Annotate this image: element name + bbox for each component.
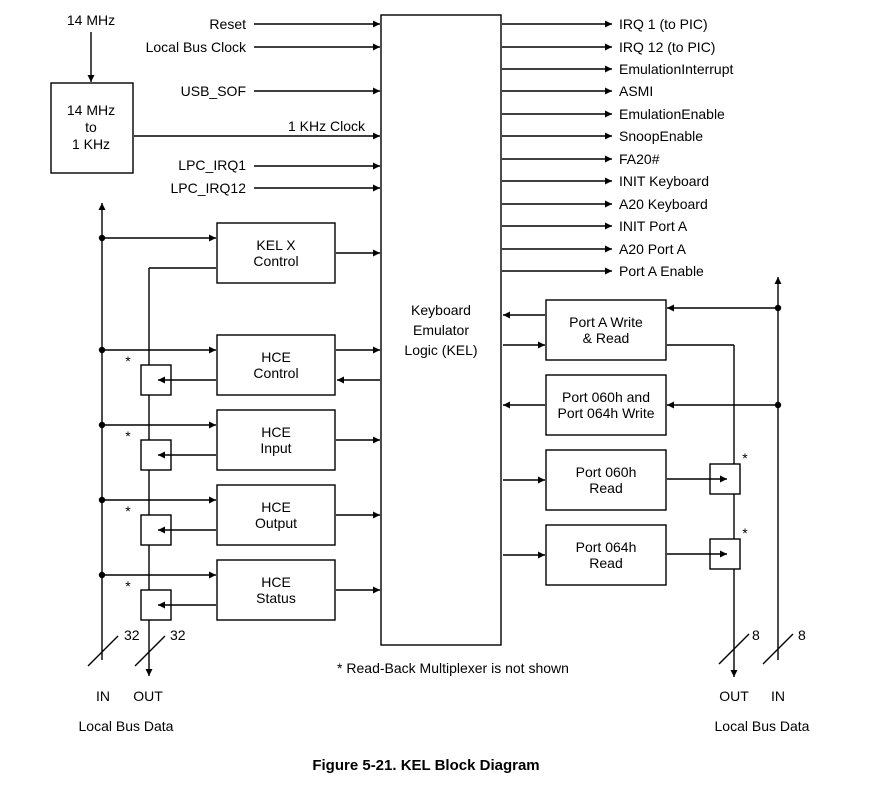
figure-caption: Figure 5-21. KEL Block Diagram xyxy=(312,757,539,774)
output-emulation-enable-label: EmulationEnable xyxy=(619,106,725,122)
input-lpc-irq12-label: LPC_IRQ12 xyxy=(171,180,247,196)
kel-x-control-box xyxy=(216,222,336,284)
port-a-write-read-block: Port A Write & Read xyxy=(503,299,782,361)
clock-source-label: 14 MHz xyxy=(67,12,115,28)
hce-input-label-1: HCE xyxy=(261,424,291,440)
right-in-label: IN xyxy=(771,688,785,704)
hce-output-block: HCE Output * xyxy=(98,484,380,546)
kel-x-control-in-junction xyxy=(98,234,106,242)
input-reset-label: Reset xyxy=(209,16,246,32)
kel-core-label-3: Logic (KEL) xyxy=(404,342,477,358)
port-a-write-read-box xyxy=(545,299,667,361)
port-060h-064h-write-label-1: Port 060h and xyxy=(562,389,650,405)
hce-input-mux-marker: * xyxy=(125,428,131,444)
port-060h-read-label-2: Read xyxy=(589,480,622,496)
kel-x-control-block: KEL X Control xyxy=(98,222,380,284)
divider-label-2: to xyxy=(85,119,97,135)
port-060h-064h-write-label-2: Port 064h Write xyxy=(557,405,654,421)
hce-control-label-1: HCE xyxy=(261,349,291,365)
hce-output-in-junction xyxy=(98,496,106,504)
port-060h-read-box xyxy=(545,449,667,511)
output-init-keyboard-label: INIT Keyboard xyxy=(619,173,709,189)
port-a-write-read-label-2: & Read xyxy=(583,330,630,346)
kel-core-block: Keyboard Emulator Logic (KEL) xyxy=(380,14,502,646)
output-irq12-label: IRQ 12 (to PIC) xyxy=(619,39,715,55)
port-060h-read-block: Port 060h Read * xyxy=(503,449,748,511)
kel-core-box xyxy=(380,14,502,646)
port-060h-read-mux-marker: * xyxy=(742,450,748,466)
output-port-a-enable-label: Port A Enable xyxy=(619,263,704,279)
hce-control-block: HCE Control * xyxy=(98,334,380,396)
hce-input-block: HCE Input * xyxy=(98,409,380,471)
kel-core-label-2: Emulator xyxy=(413,322,469,338)
left-in-label: IN xyxy=(96,688,110,704)
port-064h-read-box xyxy=(545,524,667,586)
input-local-bus-clock-label: Local Bus Clock xyxy=(146,39,247,55)
left-out-width-slash xyxy=(134,635,166,667)
output-emulation-interrupt-label: EmulationInterrupt xyxy=(619,61,734,77)
hce-control-label-2: Control xyxy=(253,365,298,381)
port-064h-read-mux-marker: * xyxy=(742,525,748,541)
output-init-port-a-label: INIT Port A xyxy=(619,218,688,234)
mux-footnote: * Read-Back Multiplexer is not shown xyxy=(337,660,569,676)
input-usb-sof-label: USB_SOF xyxy=(181,83,246,99)
right-out-width: 8 xyxy=(752,627,760,643)
hce-output-box xyxy=(216,484,336,546)
hce-status-box xyxy=(216,559,336,621)
kel-inputs: Reset Local Bus Clock USB_SOF 1 KHz Cloc… xyxy=(134,16,380,196)
divider-box xyxy=(50,82,134,174)
output-a20-port-a-label: A20 Port A xyxy=(619,241,687,257)
left-in-width-slash xyxy=(87,635,119,667)
output-asmi-label: ASMI xyxy=(619,83,653,99)
divider-block: 14 MHz to 1 KHz xyxy=(50,82,134,174)
left-out-width: 32 xyxy=(170,627,186,643)
left-bus-caption: Local Bus Data xyxy=(79,718,174,734)
output-snoop-enable-label: SnoopEnable xyxy=(619,128,703,144)
hce-status-block: HCE Status * xyxy=(98,559,380,621)
hce-output-label-2: Output xyxy=(255,515,297,531)
output-a20-keyboard-label: A20 Keyboard xyxy=(619,196,708,212)
port-060h-read-label-1: Port 060h xyxy=(576,464,637,480)
right-out-label: OUT xyxy=(719,688,749,704)
left-out-label: OUT xyxy=(133,688,163,704)
hce-output-mux-marker: * xyxy=(125,503,131,519)
port-a-write-read-label-1: Port A Write xyxy=(569,314,643,330)
port-064h-read-label-2: Read xyxy=(589,555,622,571)
input-lpc-irq1-label: LPC_IRQ1 xyxy=(178,157,246,173)
hce-status-label-1: HCE xyxy=(261,574,291,590)
right-out-width-slash xyxy=(718,633,750,665)
hce-output-label-1: HCE xyxy=(261,499,291,515)
hce-status-mux-marker: * xyxy=(125,578,131,594)
hce-control-in-junction xyxy=(98,346,106,354)
right-bus-caption: Local Bus Data xyxy=(715,718,810,734)
port-064h-read-label-1: Port 064h xyxy=(576,539,637,555)
output-fa20-label: FA20# xyxy=(619,151,660,167)
hce-control-box xyxy=(216,334,336,396)
input-1khz-clock-label: 1 KHz Clock xyxy=(288,118,366,134)
kel-x-control-label-1: KEL X xyxy=(256,237,296,253)
port-060h-064h-write-block: Port 060h and Port 064h Write xyxy=(503,374,782,436)
port-write-in-junction xyxy=(774,401,782,409)
hce-input-box xyxy=(216,409,336,471)
port-060h-064h-write-box xyxy=(545,374,667,436)
divider-label-1: 14 MHz xyxy=(67,102,115,118)
hce-status-in-junction xyxy=(98,571,106,579)
port-064h-read-block: Port 064h Read * xyxy=(503,524,748,586)
port-a-in-junction xyxy=(774,304,782,312)
hce-control-mux-marker: * xyxy=(125,353,131,369)
right-in-width-slash xyxy=(762,633,794,665)
output-irq1-label: IRQ 1 (to PIC) xyxy=(619,16,708,32)
hce-input-label-2: Input xyxy=(260,440,291,456)
kel-core-label-1: Keyboard xyxy=(411,302,471,318)
hce-status-label-2: Status xyxy=(256,590,296,606)
hce-input-in-junction xyxy=(98,421,106,429)
left-in-width: 32 xyxy=(124,627,140,643)
right-in-width: 8 xyxy=(798,627,806,643)
kel-x-control-label-2: Control xyxy=(253,253,298,269)
kel-outputs: IRQ 1 (to PIC) IRQ 12 (to PIC) Emulation… xyxy=(502,16,734,279)
divider-label-3: 1 KHz xyxy=(72,136,110,152)
right-bus: 8 8 OUT IN Local Bus Data xyxy=(715,277,810,734)
